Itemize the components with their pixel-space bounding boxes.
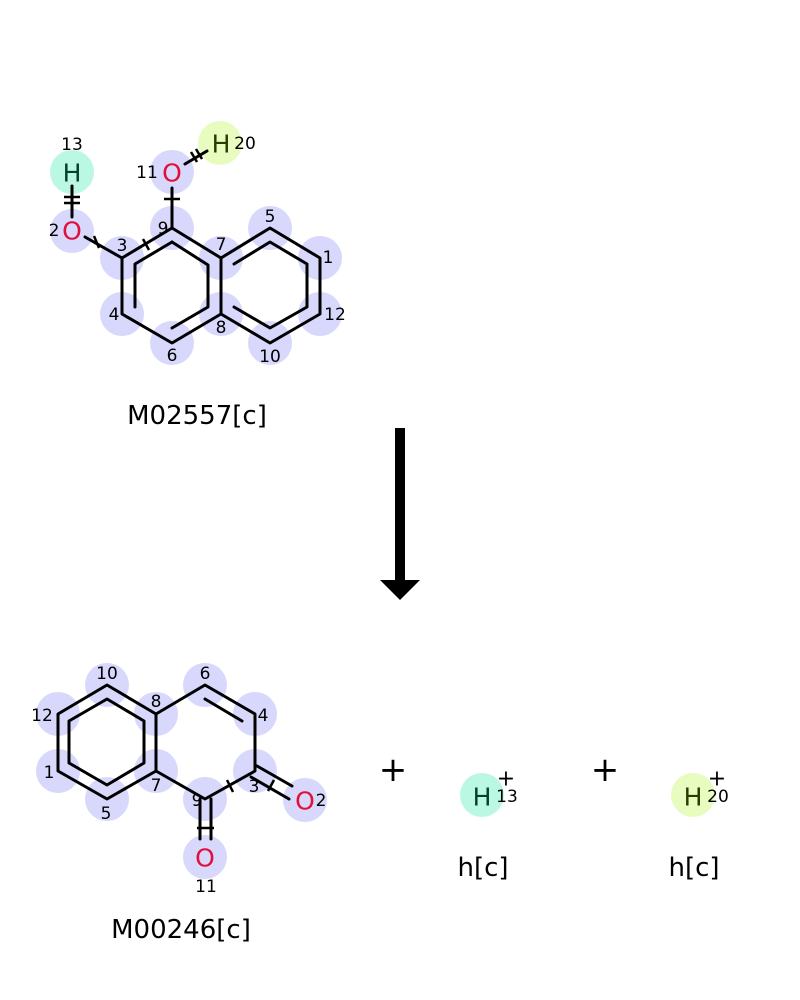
proton-charge: + [497, 767, 515, 792]
atom-c1-number: 1 [44, 763, 55, 783]
atom-c12-number: 12 [324, 305, 346, 325]
atom-o2-symbol: O [62, 217, 82, 246]
atom-o11-number: 11 [136, 163, 158, 183]
bonds [56, 683, 294, 841]
atom-c3-number: 3 [249, 777, 260, 797]
atom-o2-number: 2 [316, 791, 327, 811]
atom-o11-number: 11 [195, 877, 217, 897]
reactant-name: M02557[c] [127, 401, 267, 431]
proton-number: 20 [707, 787, 729, 807]
proton-number: 13 [496, 787, 518, 807]
plus-sign: + [379, 750, 408, 790]
plus-sign: + [591, 750, 620, 790]
product-name-h: h[c] [457, 853, 508, 883]
product-name-h: h[c] [668, 853, 719, 883]
atom-highlights [36, 663, 327, 879]
proton-symbol: H [684, 783, 703, 812]
atom-c9-number: 9 [158, 219, 169, 239]
reactant-molecule: O 2 H 13 O 11 H 20 9 3 7 5 1 12 4 6 8 10… [49, 121, 346, 431]
atom-c1-number: 1 [323, 248, 334, 268]
atom-o11-symbol: O [195, 844, 215, 873]
proton-charge: + [708, 767, 726, 792]
bonds [64, 148, 322, 345]
atom-h13-number: 13 [61, 135, 83, 155]
atom-c8-number: 8 [151, 692, 162, 712]
atom-h13-symbol: H [63, 159, 82, 188]
atom-o2-number: 2 [49, 221, 60, 241]
atom-c6-number: 6 [200, 664, 211, 684]
atom-c10-number: 10 [96, 664, 118, 684]
product-proton-13: H + 13 h[c] [457, 767, 517, 884]
product-proton-20: H + 20 h[c] [668, 767, 728, 884]
atom-c9-number: 9 [192, 791, 203, 811]
reaction-arrow [380, 428, 420, 600]
atom-c10-number: 10 [259, 347, 281, 367]
atom-c7-number: 7 [151, 776, 162, 796]
atom-h20-number: 20 [234, 134, 256, 154]
atom-h20-symbol: H [212, 130, 231, 159]
atom-c6-number: 6 [167, 346, 178, 366]
atom-o11-symbol: O [162, 159, 182, 188]
atom-c8-number: 8 [216, 318, 227, 338]
atom-c12-number: 12 [31, 706, 53, 726]
atom-c3-number: 3 [117, 236, 128, 256]
proton-symbol: H [473, 783, 492, 812]
product-molecule-m00246: O 2 O 11 10 12 1 5 7 8 6 4 3 9 M00246[c] [31, 663, 327, 945]
atom-c4-number: 4 [258, 706, 269, 726]
atom-c7-number: 7 [216, 235, 227, 255]
atom-c5-number: 5 [101, 804, 112, 824]
atom-o2-symbol: O [295, 787, 315, 816]
product-name-m00246: M00246[c] [111, 915, 251, 945]
atom-c4-number: 4 [109, 305, 120, 325]
atom-c5-number: 5 [265, 207, 276, 227]
